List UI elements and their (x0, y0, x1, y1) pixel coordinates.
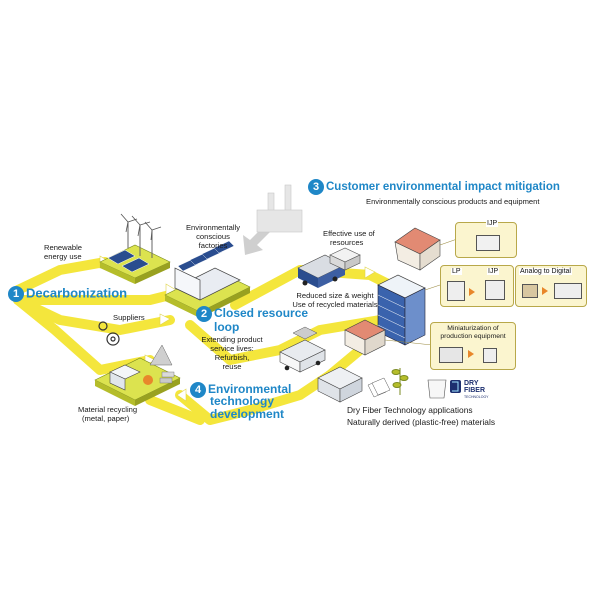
heading-closed-loop-line2: loop (214, 320, 240, 334)
callout-lp-ijp: LP IJP (440, 265, 514, 307)
recycling-plant-illustration (94, 344, 181, 406)
small-equipment-icon (483, 348, 497, 363)
heading-decarbonization-number: 1 (8, 286, 24, 302)
callout-lp-label: LP (451, 268, 462, 275)
label-conscious-products: Environmentally conscious products and e… (366, 197, 540, 206)
printer-box-illustration (329, 247, 361, 271)
label-natural-materials: Naturally derived (plastic-free) materia… (347, 417, 496, 427)
label-extending-line3: Refurbish, (214, 353, 250, 362)
label-reduced-line1: Reduced size & weight (296, 291, 374, 300)
heading-technology-number: 4 (190, 382, 206, 398)
label-effective-line2: resources (330, 238, 364, 247)
inkjet-printer-icon (476, 235, 500, 251)
label-extending-line2: service lives: (210, 344, 254, 353)
label-effective-line1: Effective use of (323, 229, 375, 238)
digital-device-icon (554, 283, 582, 299)
arrow-icon-2 (542, 287, 548, 295)
heading-technology-line2: technology (210, 394, 275, 408)
callout-miniaturization-line2: production equipment (440, 333, 506, 340)
label-renewable-line2: energy use (44, 252, 82, 261)
small-office-illustration (344, 319, 386, 356)
renewable-energy-illustration (99, 213, 171, 284)
callout-miniaturization-line1: Miniaturization of (447, 325, 499, 332)
heading-closed-loop-number: 2 (196, 306, 212, 322)
logo-fiber: FIBER (464, 387, 485, 394)
dry-fiber-logo (450, 380, 461, 393)
gear-icon (98, 321, 120, 346)
callout-analog-digital: Analog to Digital (515, 265, 587, 307)
label-factories-line2: conscious (196, 232, 230, 241)
heading-technology-line3: development (210, 407, 285, 421)
truck-middle-illustration (279, 326, 326, 373)
office-tower-illustration (377, 274, 426, 346)
label-recycling-line2: (metal, paper) (82, 414, 130, 423)
label-extending-line4: reuse (222, 362, 242, 371)
label-renewable-line1: Renewable (44, 243, 82, 252)
heading-technology-line1: Environmental (208, 382, 292, 397)
label-dry-fiber-apps: Dry Fiber Technology applications (347, 405, 473, 415)
factory-illustration (164, 240, 251, 318)
heading-decarbonization-label: Decarbonization (26, 285, 128, 301)
callout-analog-label: Analog to Digital (519, 268, 572, 275)
arrow-icon-3 (468, 350, 474, 358)
ghost-factory (256, 184, 303, 233)
label-recycling-line1: Material recycling (78, 405, 138, 414)
callout-miniaturization: Miniaturization of production equipment (430, 322, 516, 370)
inkjet-printer-icon-2 (485, 280, 505, 300)
heading-closed-loop-line1: Closed resource (214, 306, 309, 321)
logo-technology: TECHNOLOGY (464, 395, 489, 399)
arrow-icon (469, 288, 475, 296)
plant-illustration (391, 368, 409, 395)
label-extending-line1: Extending product (201, 335, 263, 344)
callout-ijp: IJP (455, 220, 517, 258)
bottom-building-illustration (317, 366, 363, 403)
heading-customer-label: Customer environmental impact mitigation (326, 181, 560, 194)
label-factories-line3: factories (198, 241, 228, 250)
analog-device-icon (522, 284, 538, 298)
cup-illustration (427, 379, 447, 399)
label-factories-line1: Environmentally (185, 223, 241, 232)
large-equipment-icon (439, 347, 463, 363)
house-illustration (394, 227, 441, 271)
logo-dry: DRY (464, 380, 479, 387)
laser-printer-icon (447, 281, 465, 301)
label-reduced-line2: Use of recycled materials (292, 300, 378, 309)
callout-ijp2-label: IJP (487, 268, 500, 275)
label-suppliers: Suppliers (113, 313, 145, 322)
paper-illustration (367, 377, 391, 398)
heading-customer-number: 3 (308, 179, 324, 195)
callout-ijp-label: IJP (486, 220, 499, 227)
